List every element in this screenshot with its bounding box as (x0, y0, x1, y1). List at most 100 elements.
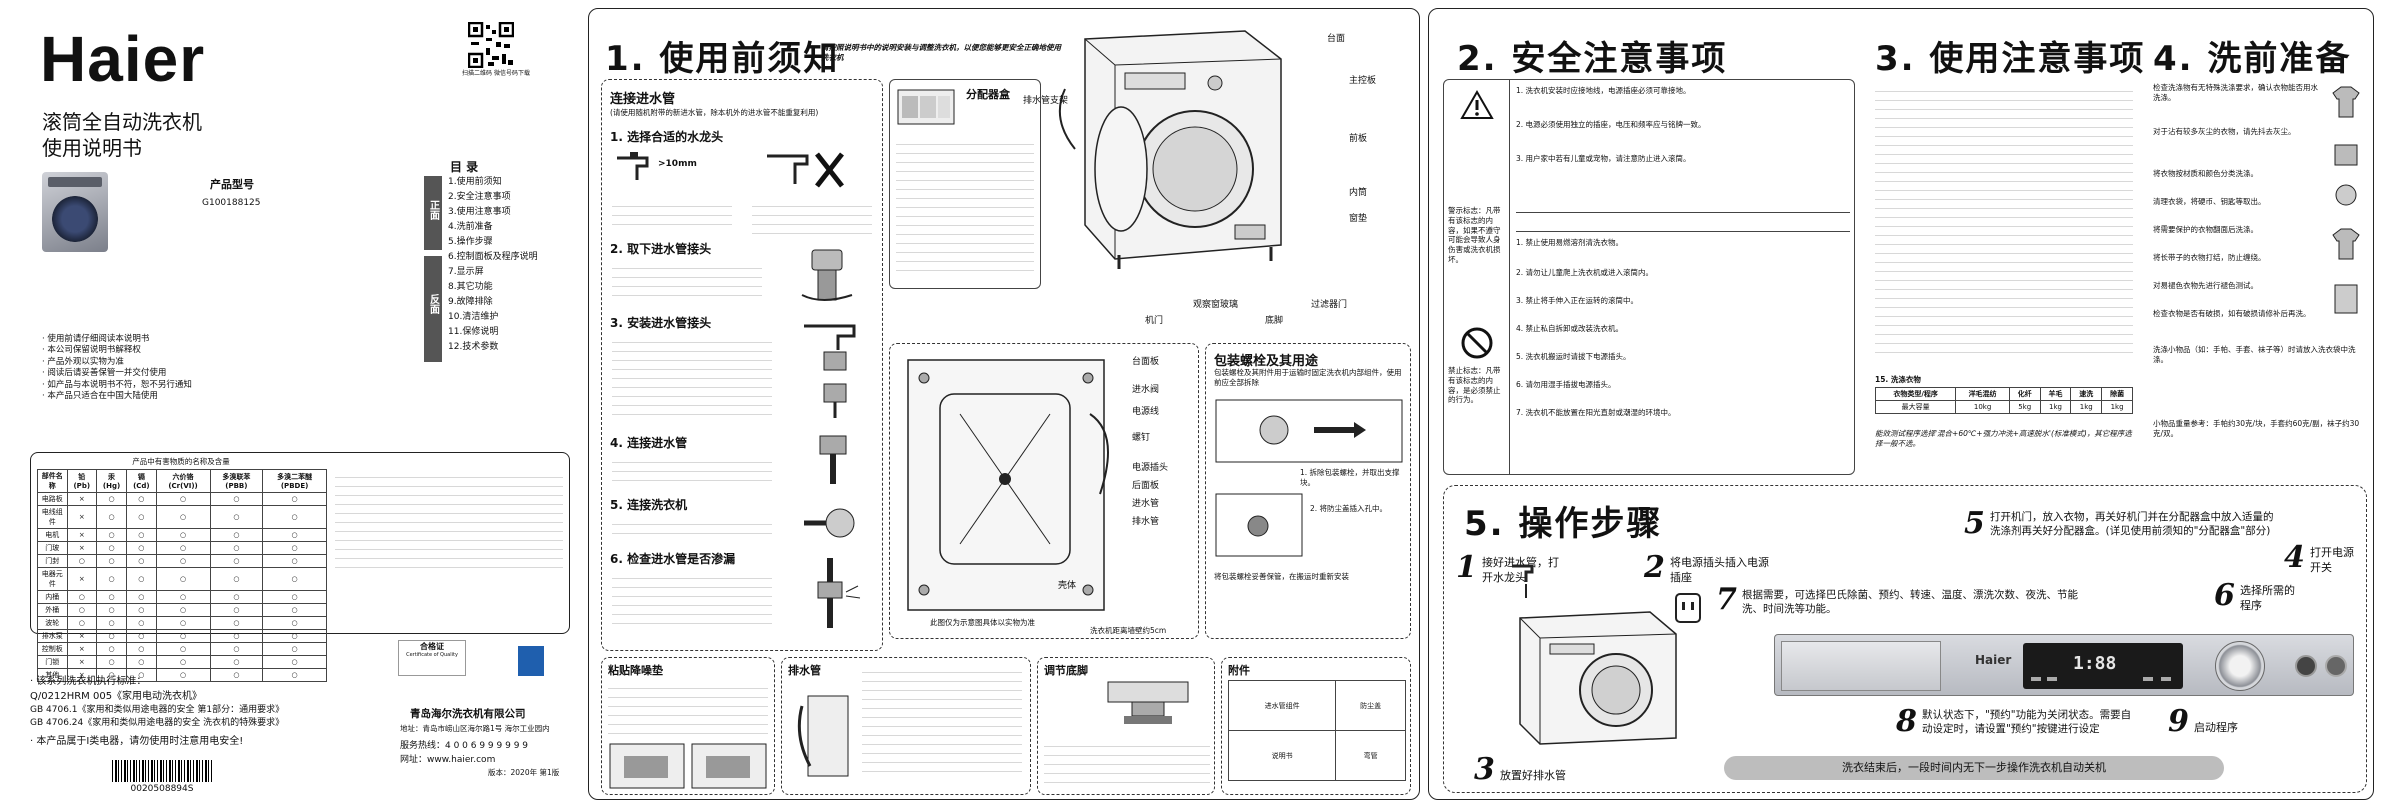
cert-title: 合格证 (420, 642, 444, 651)
accessory-table: 进水管组件防尘盖 说明书弯管 (1227, 680, 1406, 781)
accessory-box: 附件 进水管组件防尘盖 说明书弯管 (1221, 657, 1411, 795)
toc-tab-front: 正面 (424, 176, 442, 250)
laundry-cell: 10kg (1955, 400, 2010, 414)
machine-inlet-icon (804, 508, 855, 538)
toc-item[interactable]: 1.使用前须知 (448, 177, 502, 187)
drain-title: 排水管 (788, 664, 821, 677)
part-label: 主控板 (1349, 76, 1377, 86)
standards-title: · 该系列洗衣机执行标准： (30, 676, 147, 687)
accessory-label: 弯管 (1363, 751, 1378, 760)
toc-tab-front-label: 正面 (427, 200, 439, 220)
back-part-label: 电源线 (1132, 407, 1160, 417)
laundry-table: 衣物类型/程序 洋毛混纺 化纤 羊毛 速洗 除菌 最大容量 10kg 5kg 1… (1874, 387, 2133, 414)
table-row: 外桶○○○○○○ (37, 603, 327, 617)
table-row: 排水泵×○○○○○ (37, 629, 327, 643)
standard-item: GB 4706.1《家用和类似用途电器的安全 第1部分：通用要求》 (30, 705, 285, 715)
step-2: 2 将电源插头插入电源插座 (1644, 550, 1794, 586)
part-label: 机门 (1145, 316, 1164, 326)
step-8: 8 默认状态下，"预约"功能为关闭状态。需要自动设定时，请设置"预约"按键进行设… (1896, 704, 2156, 739)
panel-button[interactable] (2143, 677, 2153, 681)
toc-item[interactable]: 8.其它功能 (448, 282, 493, 292)
toc-item[interactable]: 2.安全注意事项 (448, 192, 511, 202)
faucet-step-icon (1512, 564, 1534, 598)
table-row: 波轮○○○○○○ (37, 616, 327, 630)
sec4-item: 对于沾有较多灰尘的衣物，请先抖去灰尘。 (2153, 127, 2296, 136)
program-knob[interactable] (2215, 641, 2265, 691)
inlet-text-lines (612, 198, 732, 225)
hazard-col: 多溴联苯 (PBB) (209, 469, 264, 493)
hazard-row-label: 电路板 (37, 492, 68, 506)
hazard-notes (335, 469, 563, 568)
laundry-cell: 1kg (2070, 400, 2103, 414)
section5-title: 5. 操作步骤 (1464, 504, 1663, 544)
toc-item[interactable]: 7.显示屏 (448, 267, 484, 277)
toc-item[interactable]: 12.技术参数 (448, 342, 499, 352)
step-text: 启动程序 (2193, 721, 2238, 734)
step-text: 默认状态下，"预约"功能为关闭状态。需要自动设定时，请设置"预约"按键进行设定 (1921, 709, 2132, 736)
distributor-box: 分配器盒 (889, 79, 1041, 289)
model-label: 产品型号 (210, 178, 254, 191)
hazard-col: 多溴二苯醚 (PBDE) (262, 469, 327, 493)
cert-sub: Certificate of Quality (406, 652, 458, 658)
back-part-label: 排水管 (1132, 517, 1160, 527)
end-note: 洗衣结束后，一段时间内无下一步操作洗衣机自动关机 (1724, 756, 2224, 780)
accessory-label: 说明书 (1271, 751, 1293, 760)
cover-panel: Haier 扫描二维码 微信号码下载 滚筒全自动洗衣机 使用说明书 产品型号 G… (0, 0, 575, 808)
distributor-text (896, 136, 1034, 271)
qr-code (467, 21, 515, 69)
inlet-step: 2. 取下进水管接头 (610, 242, 712, 256)
toc-item[interactable]: 10.清洁维护 (448, 312, 499, 322)
back-note: 此图仅为示意图具体以实物为准 (930, 618, 1035, 627)
step-text: 选择所需的程序 (2239, 584, 2295, 612)
sec2-item: 5. 洗衣机搬运时请拔下电源插头。 (1516, 352, 1631, 361)
distributor-icon (897, 89, 955, 125)
table-row: 门锁×○○○○○ (37, 655, 327, 669)
tape-text (608, 680, 768, 734)
clothes-icon (2332, 86, 2360, 314)
start-button[interactable] (2325, 655, 2347, 677)
sec4-item: 对易褪色衣物先进行褪色测试。 (2153, 281, 2258, 290)
table-row: 门玻×○○○○○ (37, 541, 327, 555)
toc-item[interactable]: 3.使用注意事项 (448, 207, 511, 217)
hazard-row-label: 电线组件 (37, 505, 68, 529)
faucet-gap-label: >10mm (658, 159, 697, 169)
hazard-row-label: 其他 (37, 668, 68, 682)
toc-item[interactable]: 5.操作步骤 (448, 237, 493, 247)
panel-button[interactable] (2161, 677, 2171, 681)
warning-icon (1460, 90, 1494, 119)
sec4-item: 洗涤小物品（如：手帕、手套、袜子等）时请放入洗衣袋中洗涤。 (2153, 345, 2356, 364)
step-3: 3 放置好排水管 (1474, 752, 1614, 787)
sec2-item: 1. 洗衣机安装时应接地线，电源插座必须可靠接地。 (1516, 86, 1691, 95)
hazard-row-label: 门锁 (37, 655, 68, 669)
toc-list: 1.使用前须知 2.安全注意事项 3.使用注意事项 4.洗前准备 5.操作步骤 … (448, 176, 558, 356)
sec4-item: 检查衣物是否有破损，如有破损请修补后再洗。 (2153, 309, 2311, 318)
back-part-label: 螺钉 (1132, 433, 1151, 443)
part-label: 底脚 (1265, 316, 1284, 326)
table-row: 电机×○○○○○ (37, 528, 327, 542)
step-number: 3 (1474, 752, 1495, 787)
sec2-item: 7. 洗衣机不能放置在阳光直射或潮湿的环境中。 (1516, 408, 1676, 417)
hose-connect-icon (819, 435, 847, 484)
back-part-label: 台面板 (1132, 357, 1160, 367)
panel-button[interactable] (2031, 677, 2041, 681)
toc-item[interactable]: 11.保修说明 (448, 327, 499, 337)
cover-note: · 阅读后请妥善保管一并交付使用 (42, 368, 167, 379)
toc-item[interactable]: 4.洗前准备 (448, 222, 493, 232)
step-text: 将电源插头插入电源插座 (1669, 556, 1769, 584)
toc-item[interactable]: 9.故障排除 (448, 297, 493, 307)
hazard-col: 铅 (Pb) (66, 469, 97, 493)
product-title-1: 滚筒全自动洗衣机 (42, 110, 202, 134)
inlet-text-lines (612, 260, 762, 296)
feet-box: 调节底脚 (1037, 657, 1215, 795)
panel-button[interactable] (2047, 677, 2057, 681)
packaging-title: 包装螺栓及其用途 (1214, 354, 1319, 369)
laundry-col: 羊毛 (2039, 387, 2072, 401)
sec4-item: 将需要保护的衣物翻面后洗涤。 (2153, 225, 2258, 234)
sec2-item: 3. 用户家中若有儿童或宠物，请注意防止进入滚筒。 (1516, 154, 1691, 163)
power-button[interactable] (2295, 655, 2317, 677)
distributor-title: 分配器盒 (966, 88, 1010, 101)
right-panel: 2. 安全注意事项 警示标志：凡带有该标志的内容，如果不遵守可能会导致人身伤害或… (1428, 8, 2374, 800)
panel-brand: Haier (1975, 653, 2012, 667)
cover-note: · 本公司保留说明书解释权 (42, 345, 141, 356)
toc-item[interactable]: 6.控制面板及程序说明 (448, 252, 538, 262)
